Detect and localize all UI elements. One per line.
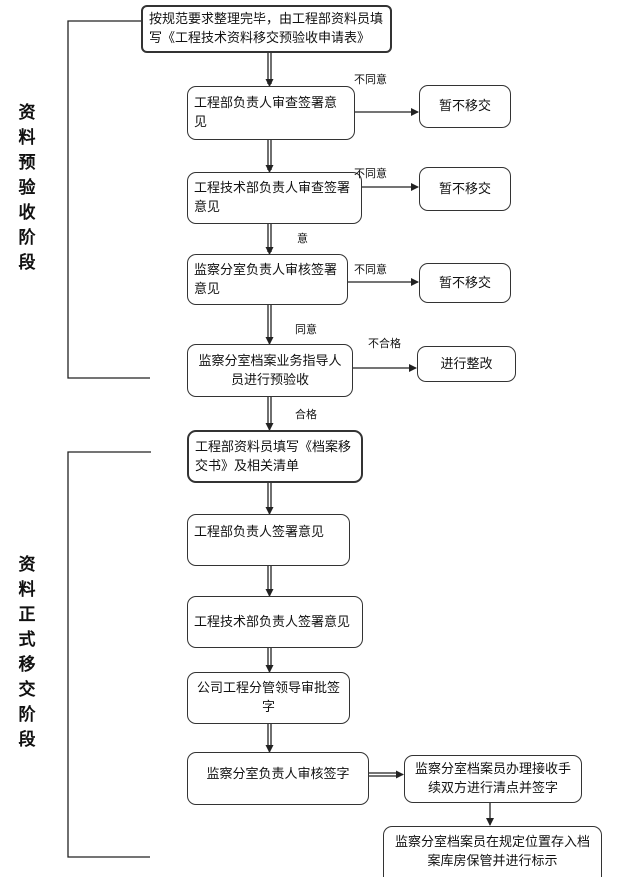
formal-node-store-archive: 监察分室档案员在规定位置存入档案库房保管并进行标示: [383, 826, 602, 877]
phase-bracket-pre: [67, 20, 150, 379]
review-node-engineering-head: 工程部负责人审查签署意见: [187, 86, 355, 140]
reject-node-2: 暂不移交: [419, 167, 511, 211]
edge-label-agree-partial: 意: [297, 232, 308, 245]
review-node-supervision-head: 监察分室负责人审核签署意见: [187, 254, 348, 305]
edge-label-pass: 合格: [295, 408, 317, 421]
reject-node-1: 暂不移交: [419, 85, 511, 128]
rectify-node: 进行整改: [417, 346, 516, 382]
formal-node-receive-and-check: 监察分室档案员办理接收手续双方进行清点并签字: [404, 755, 582, 803]
formal-node-leader-approval: 公司工程分管领导审批签字: [187, 672, 350, 724]
edge-label-agree: 同意: [295, 323, 317, 336]
edge-label-disagree-3: 不同意: [354, 263, 387, 276]
edge-label-disagree-1: 不同意: [354, 73, 387, 86]
start-node: 按规范要求整理完毕，由工程部资料员填写《工程技术资料移交预验收申请表》: [141, 5, 392, 53]
edge-label-disagree-2: 不同意: [354, 167, 387, 180]
phase-bracket-formal: [67, 451, 151, 858]
review-node-pre-acceptance: 监察分室档案业务指导人员进行预验收: [187, 344, 353, 397]
edge-label-fail: 不合格: [368, 337, 401, 350]
formal-node-tech-head-sign: 工程技术部负责人签署意见: [187, 596, 363, 648]
reject-node-3: 暂不移交: [419, 263, 511, 303]
formal-node-engineering-head-sign: 工程部负责人签署意见: [187, 514, 350, 566]
phase-label-pre: 资 料 预 验 收 阶 段: [18, 103, 36, 273]
formal-node-supervision-head-sign: 监察分室负责人审核签字: [187, 752, 369, 805]
phase-label-formal: 资 料 正 式 移 交 阶 段: [18, 555, 36, 750]
review-node-tech-head: 工程技术部负责人审查签署意见: [187, 172, 362, 224]
formal-node-fill-transfer-form: 工程部资料员填写《档案移交书》及相关清单: [187, 430, 363, 483]
